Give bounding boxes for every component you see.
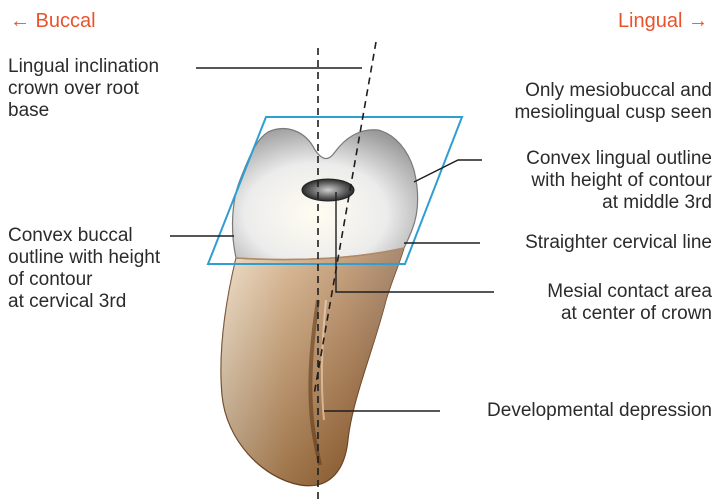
convex-buccal-label: Convex buccal outline with height of con… [8, 225, 160, 313]
contact-area-label: Mesial contact area at center of crown [547, 281, 712, 325]
lingual-direction-label: Lingual → [618, 10, 708, 32]
contact-area-line-1: Mesial contact area [547, 281, 712, 303]
leader-convex-lingual [414, 160, 482, 182]
convex-buccal-line-1: Convex buccal [8, 225, 160, 247]
mesial-contact-pit [302, 179, 354, 201]
buccal-direction-label: ← Buccal [10, 10, 96, 32]
developmental-depression-label: Developmental depression [487, 400, 712, 422]
cusps-seen-label: Only mesiobuccal and mesiolingual cusp s… [514, 80, 712, 124]
cusps-seen-line-2: mesiolingual cusp seen [514, 102, 712, 124]
lingual-inclination-line-2: crown over root [8, 78, 159, 100]
lingual-inclination-line-3: base [8, 100, 159, 122]
lingual-inclination-line-1: Lingual inclination [8, 56, 159, 78]
convex-lingual-line-2: with height of contour [526, 170, 712, 192]
convex-lingual-label: Convex lingual outline with height of co… [526, 148, 712, 214]
cusps-seen-line-1: Only mesiobuccal and [514, 80, 712, 102]
convex-buccal-line-3: of contour [8, 269, 160, 291]
convex-lingual-line-3: at middle 3rd [526, 192, 712, 214]
convex-buccal-line-4: at cervical 3rd [8, 291, 160, 313]
convex-lingual-line-1: Convex lingual outline [526, 148, 712, 170]
cervical-line-label: Straighter cervical line [525, 232, 712, 254]
lingual-inclination-label: Lingual inclination crown over root base [8, 56, 159, 122]
convex-buccal-line-2: outline with height [8, 247, 160, 269]
contact-area-line-2: at center of crown [547, 303, 712, 325]
